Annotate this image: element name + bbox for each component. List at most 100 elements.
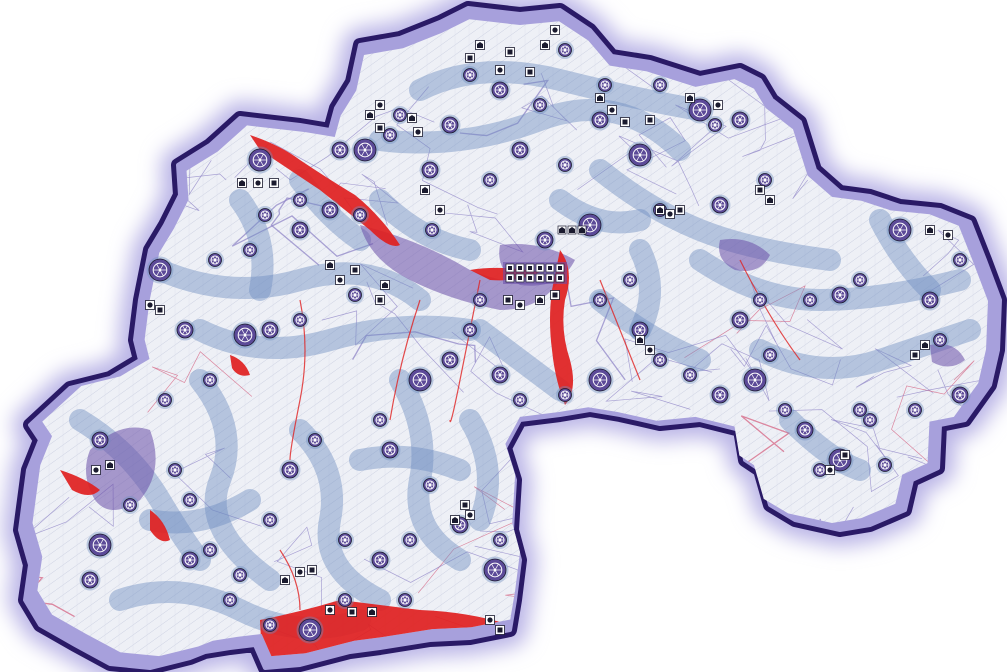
settlement-wheel-icon [729,309,751,331]
settlement-wheel-icon [741,366,769,394]
building-glyph-icon [665,209,675,219]
settlement-wheel-icon [396,591,414,609]
settlement-wheel-icon [591,291,609,309]
settlement-wheel-icon [246,146,274,174]
settlement-wheel-icon [481,556,509,584]
settlement-wheel-icon [509,139,531,161]
building-glyph-icon [465,53,475,63]
settlement-wheel-icon [336,531,354,549]
settlement-wheel-icon [166,461,184,479]
building-glyph-icon [595,93,605,103]
settlement-wheel-icon [586,366,614,394]
settlement-wheel-icon [351,206,369,224]
building-glyph-icon [503,295,513,305]
settlement-wheel-icon [951,251,969,269]
settlement-wheel-icon [174,319,196,341]
settlement-wheel-icon [231,321,259,349]
building-glyph-icon [375,100,385,110]
settlement-wheel-icon [201,371,219,389]
settlement-wheel-icon [439,114,461,136]
settlement-wheel-icon [346,286,364,304]
settlement-wheel-icon [306,431,324,449]
settlement-wheel-icon [319,199,341,221]
building-glyph-icon [910,350,920,360]
settlement-wheel-icon [79,569,101,591]
settlement-wheel-icon [949,384,971,406]
building-glyph-icon [685,93,695,103]
settlement-wheel-icon [381,126,399,144]
settlement-wheel-icon [89,429,111,451]
settlement-symbols [79,25,971,644]
settlement-wheel-icon [86,531,114,559]
settlement-wheel-icon [686,96,714,124]
building-glyph-icon [645,345,655,355]
building-glyph-icon [713,100,723,110]
settlement-wheel-icon [596,76,614,94]
building-glyph-icon [485,615,495,625]
building-glyph-icon [365,110,375,120]
building-glyph-icon [620,117,630,127]
settlement-wheel-icon [651,351,669,369]
region-land [32,19,988,657]
settlement-wheel-icon [709,194,731,216]
building-glyph-icon [607,105,617,115]
settlement-wheel-icon [801,291,819,309]
settlement-wheel-icon [729,109,751,131]
settlement-wheel-icon [206,251,224,269]
settlement-wheel-icon [146,256,174,284]
settlement-wheel-icon [259,319,281,341]
settlement-wheel-icon [556,41,574,59]
settlement-wheel-icon [181,491,199,509]
building-glyph-icon [550,290,560,300]
settlement-wheel-icon [534,229,556,251]
building-glyph-icon [450,515,460,525]
settlement-wheel-icon [751,291,769,309]
settlement-wheel-icon [401,531,419,549]
settlement-wheel-icon [439,349,461,371]
building-glyph-icon [675,205,685,215]
building-glyph-icon [91,465,101,475]
building-glyph-icon [755,185,765,195]
settlement-wheel-icon [336,591,354,609]
settlement-wheel-icon [931,331,949,349]
settlement-wheel-icon [291,191,309,209]
building-glyph-icon [920,340,930,350]
settlement-wheel-icon [279,459,301,481]
building-glyph-icon [307,565,317,575]
settlement-wheel-icon [406,366,434,394]
settlement-wheel-icon [876,456,894,474]
settlement-wheel-icon [261,616,279,634]
settlement-wheel-icon [369,549,391,571]
settlement-wheel-icon [761,346,779,364]
building-glyph-icon [145,300,155,310]
settlement-wheel-icon [291,311,309,329]
settlement-wheel-icon [531,96,549,114]
building-glyph-icon [413,127,423,137]
settlement-wheel-icon [886,216,914,244]
settlement-wheel-icon [179,549,201,571]
settlement-wheel-icon [651,76,669,94]
settlement-wheel-icon [829,284,851,306]
settlement-wheel-icon [776,401,794,419]
settlement-wheel-icon [481,171,499,189]
building-glyph-icon [495,65,505,75]
building-glyph-icon [655,205,665,215]
building-glyph-icon [375,123,385,133]
building-glyph-icon [155,305,165,315]
settlement-wheel-icon [231,566,249,584]
building-glyph-icon [435,205,445,215]
building-glyph-icon [505,47,515,57]
building-glyph-icon [420,185,430,195]
building-glyph-icon [765,195,775,205]
settlement-wheel-icon [576,211,604,239]
building-glyph-icon [295,567,305,577]
building-glyph-icon [347,607,357,617]
settlement-wheel-icon [351,136,379,164]
building-glyph-icon [280,575,290,585]
building-glyph-icon [367,607,377,617]
building-glyph-icon [253,178,263,188]
building-glyph-icon [325,605,335,615]
building-glyph-icon [335,275,345,285]
